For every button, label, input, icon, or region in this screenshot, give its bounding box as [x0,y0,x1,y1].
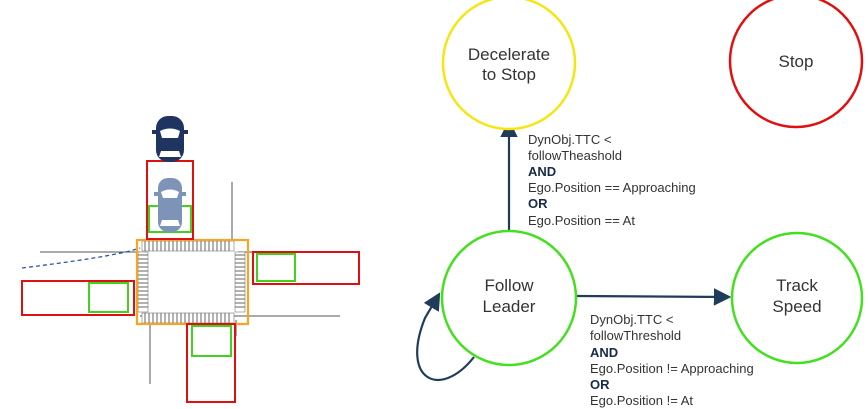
state-follow-leader: Follow Leader [440,229,578,367]
state-label: Leader [483,297,536,316]
state-label: Track [776,276,818,295]
state-label: Follow [484,276,534,295]
condition-operator: OR [528,196,548,211]
state-decelerate-to-stop: Decelerate to Stop [441,0,577,131]
crosswalk-left [137,251,149,313]
vehicle-box-west [88,282,129,313]
state-circle [730,231,864,365]
condition-operator: AND [528,164,556,179]
condition-line: DynObj.TTC < [590,312,673,327]
vehicle-box-east [256,253,296,282]
crosswalk-bottom [141,312,235,324]
condition-line: Ego.Position == At [528,213,635,228]
state-circle [728,0,864,129]
approach-zone-west [21,280,135,316]
arrow-self-loop [416,292,475,381]
state-label: to Stop [482,65,536,84]
intersection-zone [135,238,250,326]
state-machine: Decelerate to Stop Stop Follow Leader Tr… [416,0,864,408]
crosswalk-right [234,251,246,313]
approach-zone-south [186,323,236,403]
vehicle-box-south [191,325,232,357]
state-label: Decelerate [468,45,550,64]
ego-car-icon [154,178,186,232]
state-track-speed: Track Speed [730,231,864,365]
condition-operator: AND [590,345,618,360]
state-circle [440,229,578,367]
state-label: Stop [779,52,814,71]
condition-to-track-speed: DynObj.TTC < followThreshold AND Ego.Pos… [590,312,754,408]
condition-line: Ego.Position == Approaching [528,180,696,195]
condition-line: followThreshold [590,328,681,343]
state-label: Speed [772,297,821,316]
crosswalk-top [141,240,235,252]
condition-line: followTheashold [528,148,622,163]
state-circle [441,0,577,131]
approach-zone-east [252,251,360,285]
trajectory-dashed [21,247,141,269]
condition-line: Ego.Position != Approaching [590,361,754,376]
condition-to-decelerate: DynObj.TTC < followTheashold AND Ego.Pos… [528,132,696,228]
arrow-follow-to-track [575,288,732,306]
condition-operator: OR [590,377,610,392]
state-stop: Stop [728,0,864,129]
condition-line: Ego.Position != At [590,393,693,408]
condition-line: DynObj.TTC < [528,132,611,147]
intersection-illustration [21,116,360,403]
lead-car-icon [152,116,188,162]
